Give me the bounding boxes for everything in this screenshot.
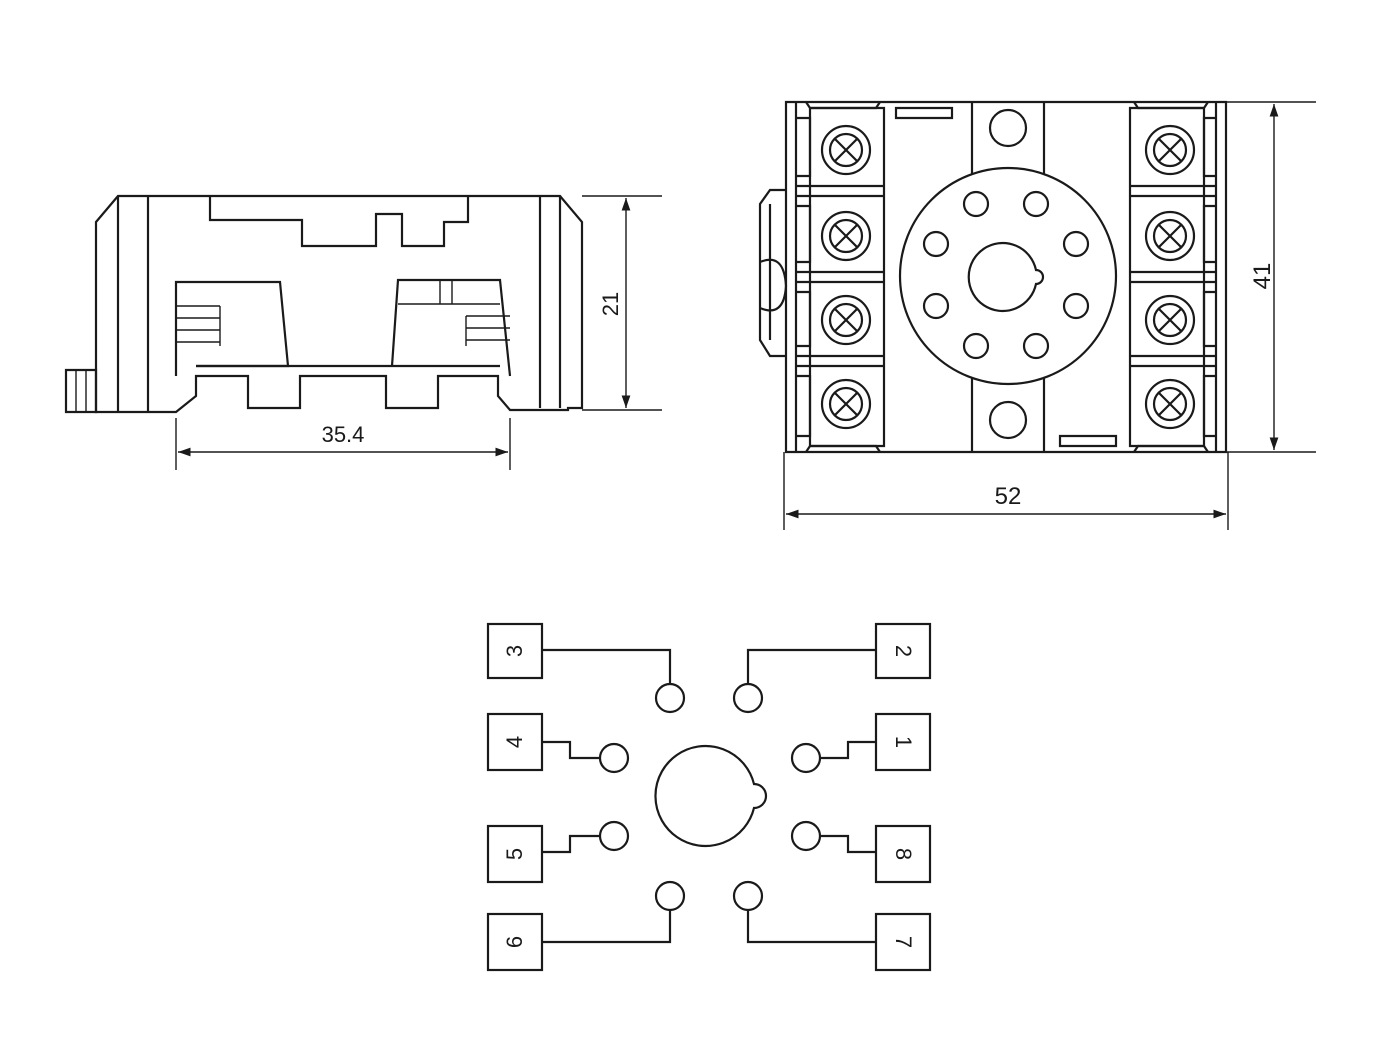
pin-label-2: 2 (891, 645, 916, 657)
terminal-box-5 (486, 824, 544, 884)
pin-label-1: 1 (891, 736, 916, 748)
side-view: 35.4 21 (64, 194, 662, 470)
pin-hole-8 (790, 820, 822, 852)
terminal-box-1 (874, 712, 932, 772)
pin-label-8: 8 (891, 848, 916, 860)
pin-hole-6 (654, 880, 686, 912)
pin-hole-1 (790, 742, 822, 774)
side-height-label: 21 (598, 292, 623, 316)
pin-hole-4 (598, 742, 630, 774)
top-height-label: 41 (1249, 263, 1276, 290)
top-view: 52 41 (758, 100, 1316, 530)
pin-label-3: 3 (502, 645, 527, 657)
terminal-box-6 (486, 912, 544, 972)
pin-diagram: 3 2 4 1 5 8 6 7 (486, 622, 932, 972)
terminal-box-8 (874, 824, 932, 884)
terminal-box-2 (874, 622, 932, 680)
pin-hole-5 (598, 820, 630, 852)
pin-label-4: 4 (502, 736, 527, 748)
pin-hole-7 (732, 880, 764, 912)
pin-hole-2 (732, 682, 764, 714)
pin-label-5: 5 (502, 848, 527, 860)
pin-label-7: 7 (891, 936, 916, 948)
top-view-pin-holes (922, 190, 1090, 360)
side-width-label: 35.4 (322, 422, 365, 447)
terminal-box-3 (486, 622, 544, 680)
terminal-box-7 (874, 912, 932, 972)
terminal-box-4 (486, 712, 544, 772)
terminal-screws (820, 124, 1196, 430)
top-width-label: 52 (995, 483, 1022, 510)
pin-label-6: 6 (502, 936, 527, 948)
pin-hole-3 (654, 682, 686, 714)
